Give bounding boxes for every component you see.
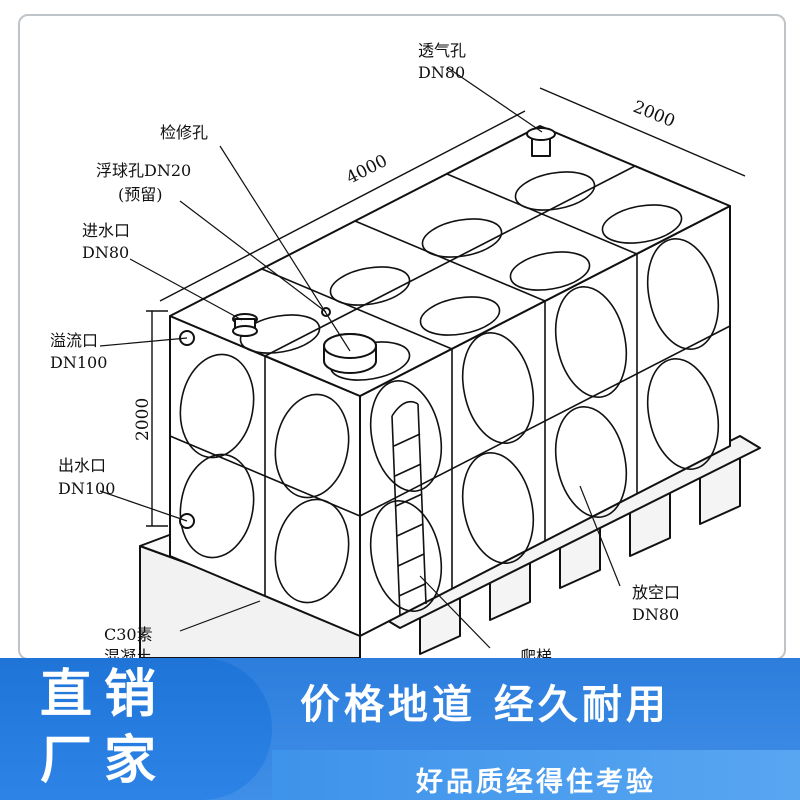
inlet-size-label: DN80 — [82, 243, 129, 262]
inspection-hatch — [323, 333, 377, 374]
vent-pipe — [526, 127, 556, 157]
base-label: C30素 — [104, 625, 153, 644]
tank-drawing: 透气孔 DN80 检修孔 浮球孔DN20 (预留) 进水口 DN80 溢流口 D… — [50, 41, 761, 658]
promo-banner: 直销 厂家 价格地道 经久耐用 好品质经得住考验 — [0, 658, 800, 800]
banner-subbar: 好品质经得住考验 — [272, 750, 800, 800]
banner-left-text: 直销 厂家 — [40, 662, 240, 794]
banner-slogan: 价格地道 经久耐用 — [300, 682, 670, 728]
outlet-label: 出水口 — [58, 456, 106, 475]
tank-diagram: 透气孔 DN80 检修孔 浮球孔DN20 (预留) 进水口 DN80 溢流口 D… — [18, 14, 786, 660]
drain-label: 放空口 — [632, 583, 680, 602]
overflow-size-label: DN100 — [50, 353, 107, 372]
width-dimension: 2000 — [630, 97, 678, 132]
inlet-label: 进水口 — [82, 221, 130, 240]
vent-size-label: DN80 — [418, 63, 465, 82]
inspect-label: 检修孔 — [160, 123, 208, 142]
drain-size-label: DN80 — [632, 605, 679, 624]
banner-left-panel — [0, 658, 272, 800]
banner-left-line-2: 厂家 — [40, 731, 169, 791]
ladder-label: 爬梯 — [520, 647, 552, 658]
float-note-label: (预留) — [118, 185, 163, 204]
height-dimension: 2000 — [133, 398, 153, 441]
inlet-pipe — [232, 313, 258, 337]
base-label-2: 混凝土 — [104, 647, 152, 658]
overflow-label: 溢流口 — [50, 331, 98, 350]
support-beams — [379, 435, 761, 655]
length-dimension: 4000 — [343, 151, 391, 188]
banner-subtitle: 好品质经得住考验 — [416, 767, 656, 798]
float-label: 浮球孔DN20 — [96, 161, 191, 180]
ladder — [391, 400, 427, 617]
outlet-size-label: DN100 — [58, 479, 115, 498]
banner-left-line-1: 直销 — [40, 665, 169, 725]
vent-label: 透气孔 — [418, 41, 466, 60]
